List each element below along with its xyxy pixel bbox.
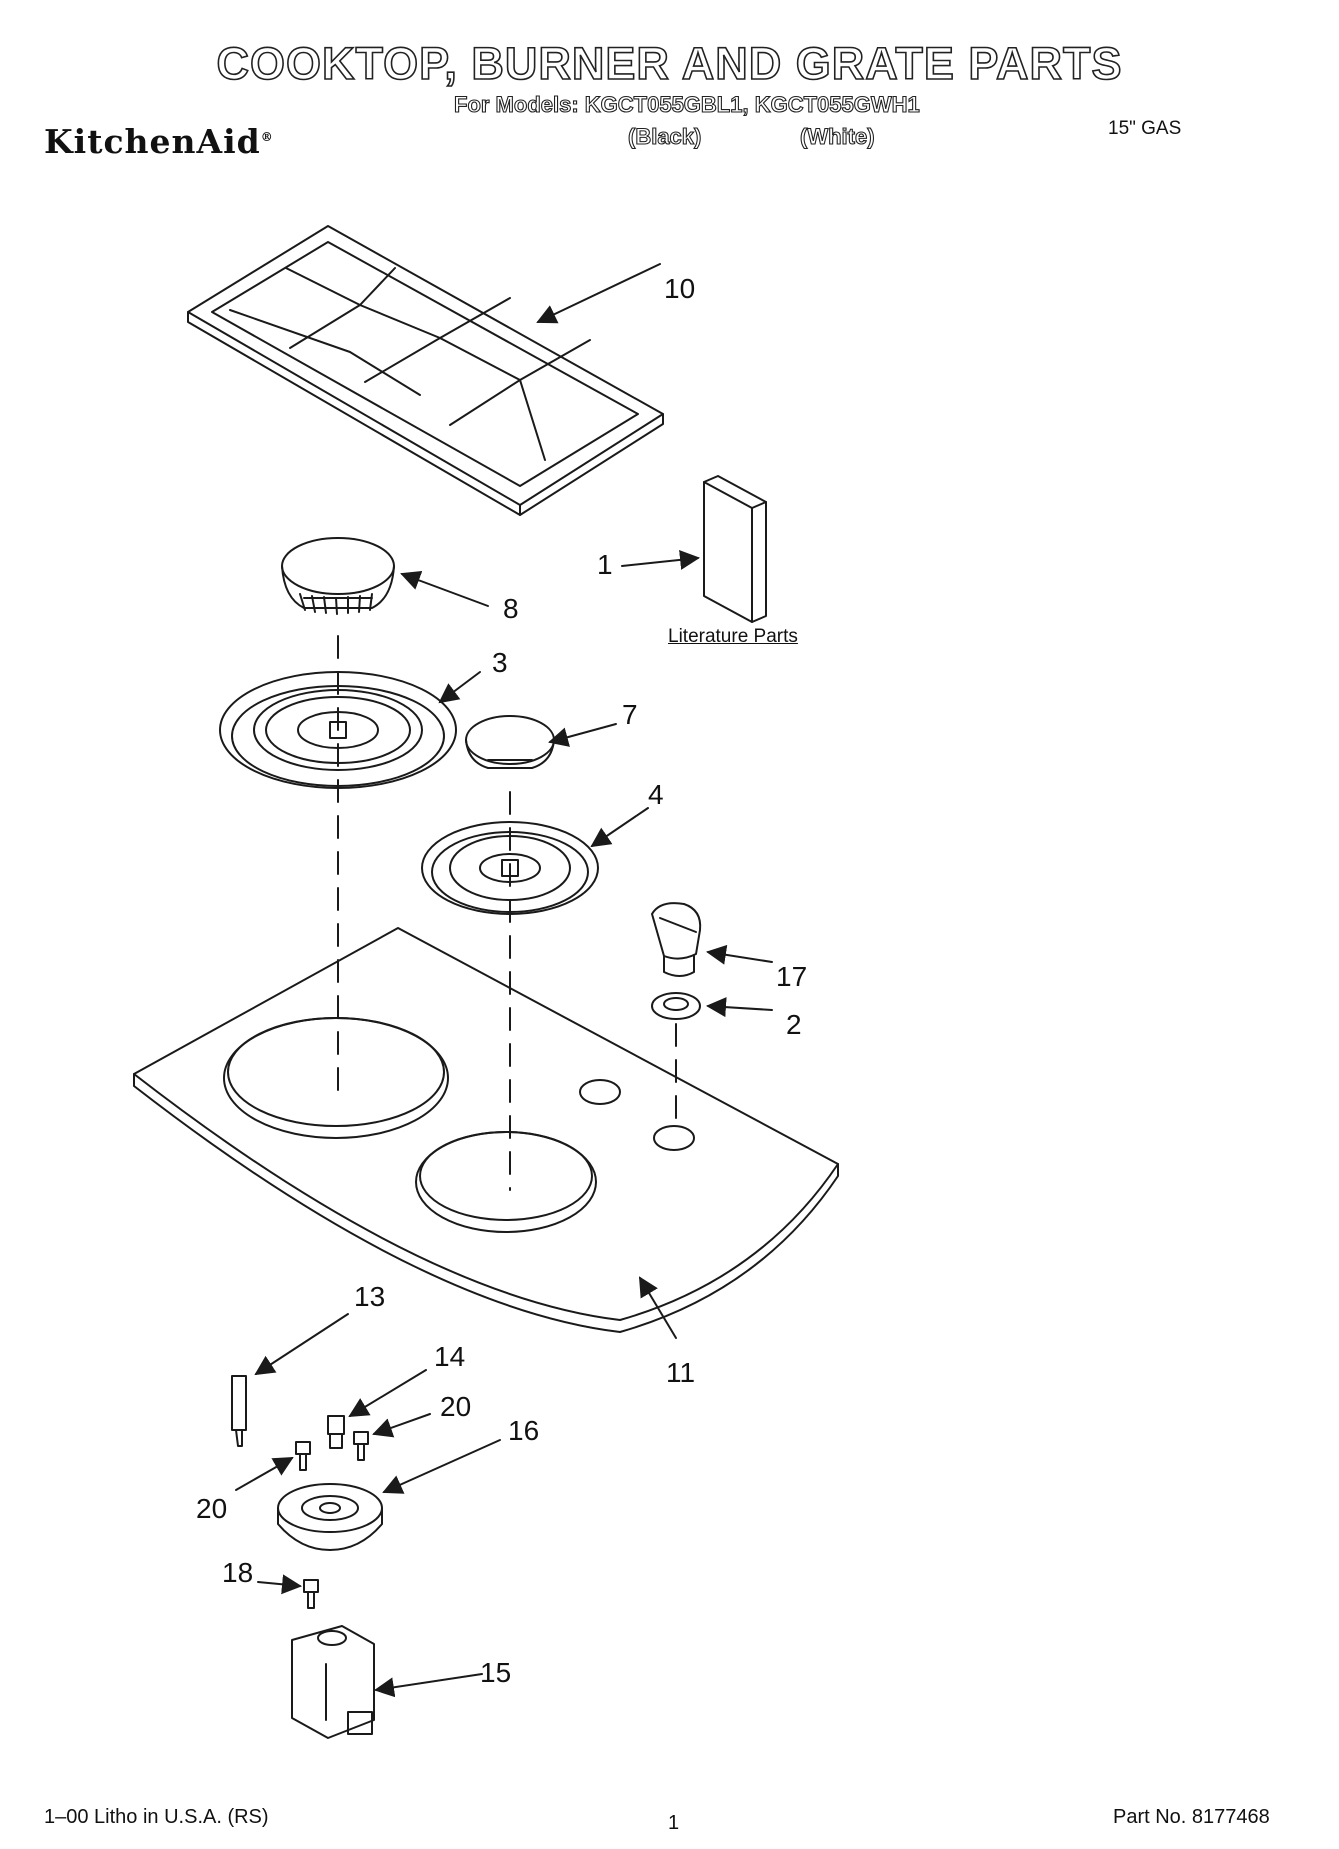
footer-litho: 1–00 Litho in U.S.A. (RS) [44, 1806, 269, 1828]
registered-mark: ® [260, 130, 274, 144]
callout-7: 7 [622, 699, 638, 730]
callout-13: 13 [354, 1281, 385, 1312]
valve-bracket-part [291, 1625, 375, 1739]
orifice-part [327, 1415, 345, 1449]
callout-10: 10 [664, 273, 695, 304]
callout-16: 16 [508, 1415, 539, 1446]
callout-3: 3 [492, 647, 508, 678]
callout-4: 4 [648, 779, 664, 810]
literature-parts-label: Literature Parts [668, 626, 798, 647]
callout-1: 1 [597, 549, 613, 580]
footer-part-number: Part No. 8177468 [1113, 1806, 1270, 1828]
models-line: For Models: KGCT055GBL1, KGCT055GWH1 [453, 91, 920, 117]
screw-part-lower [303, 1579, 319, 1609]
small-burner-cap-part [465, 715, 555, 769]
callout-20-right: 20 [440, 1391, 471, 1422]
callout-20-left: 20 [196, 1493, 227, 1524]
brand-logo: KitchenAid® [44, 122, 274, 161]
callout-15: 15 [480, 1657, 511, 1688]
gas-type-label: 15" GAS [1108, 118, 1182, 139]
knob-bezel-part [651, 992, 701, 1020]
large-burner-cap-part [281, 537, 395, 615]
footer-page-number: 1 [668, 1812, 680, 1834]
callout-2: 2 [786, 1009, 802, 1040]
electrode-part [231, 1375, 247, 1447]
callout-17: 17 [776, 961, 807, 992]
callout-14: 14 [434, 1341, 465, 1372]
screw-part-left [295, 1441, 311, 1471]
cooktop-part [133, 927, 839, 1333]
control-knob-part [651, 902, 702, 977]
model-white-label: (White) [799, 123, 875, 149]
assembly-guide-lines [337, 635, 677, 1191]
grate-part [187, 225, 664, 516]
page-title: COOKTOP, BURNER AND GRATE PARTS [216, 37, 1123, 90]
literature-part [703, 475, 767, 623]
callout-11: 11 [666, 1357, 695, 1388]
model-black-label: (Black) [627, 123, 702, 149]
callout-8: 8 [503, 593, 519, 624]
burner-base-part [277, 1483, 383, 1551]
brand-name: KitchenAid [44, 122, 261, 161]
screw-part-right [353, 1431, 369, 1461]
callout-18: 18 [222, 1557, 253, 1588]
